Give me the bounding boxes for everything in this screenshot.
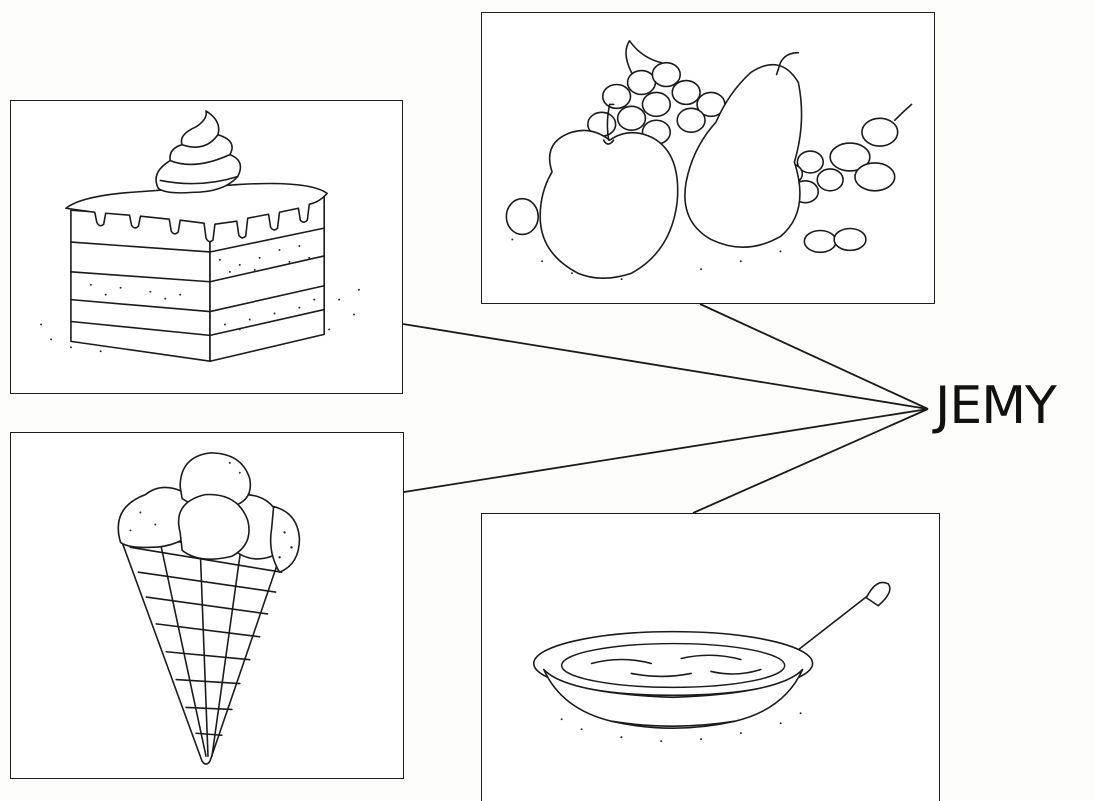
connector-ice-cream [404,409,928,492]
cake-icon [11,101,402,393]
fruit-icon [482,13,934,303]
connector-cake [403,324,928,409]
connector-fruit [700,304,928,409]
fruit-panel [481,12,935,304]
cake-panel [10,100,403,394]
ice-cream-panel [10,432,404,779]
soup-bowl-icon [482,514,939,801]
soup-panel [481,513,940,801]
jemy-label: JEMY [935,376,1056,436]
connector-soup [693,409,928,513]
ice-cream-icon [11,433,403,778]
